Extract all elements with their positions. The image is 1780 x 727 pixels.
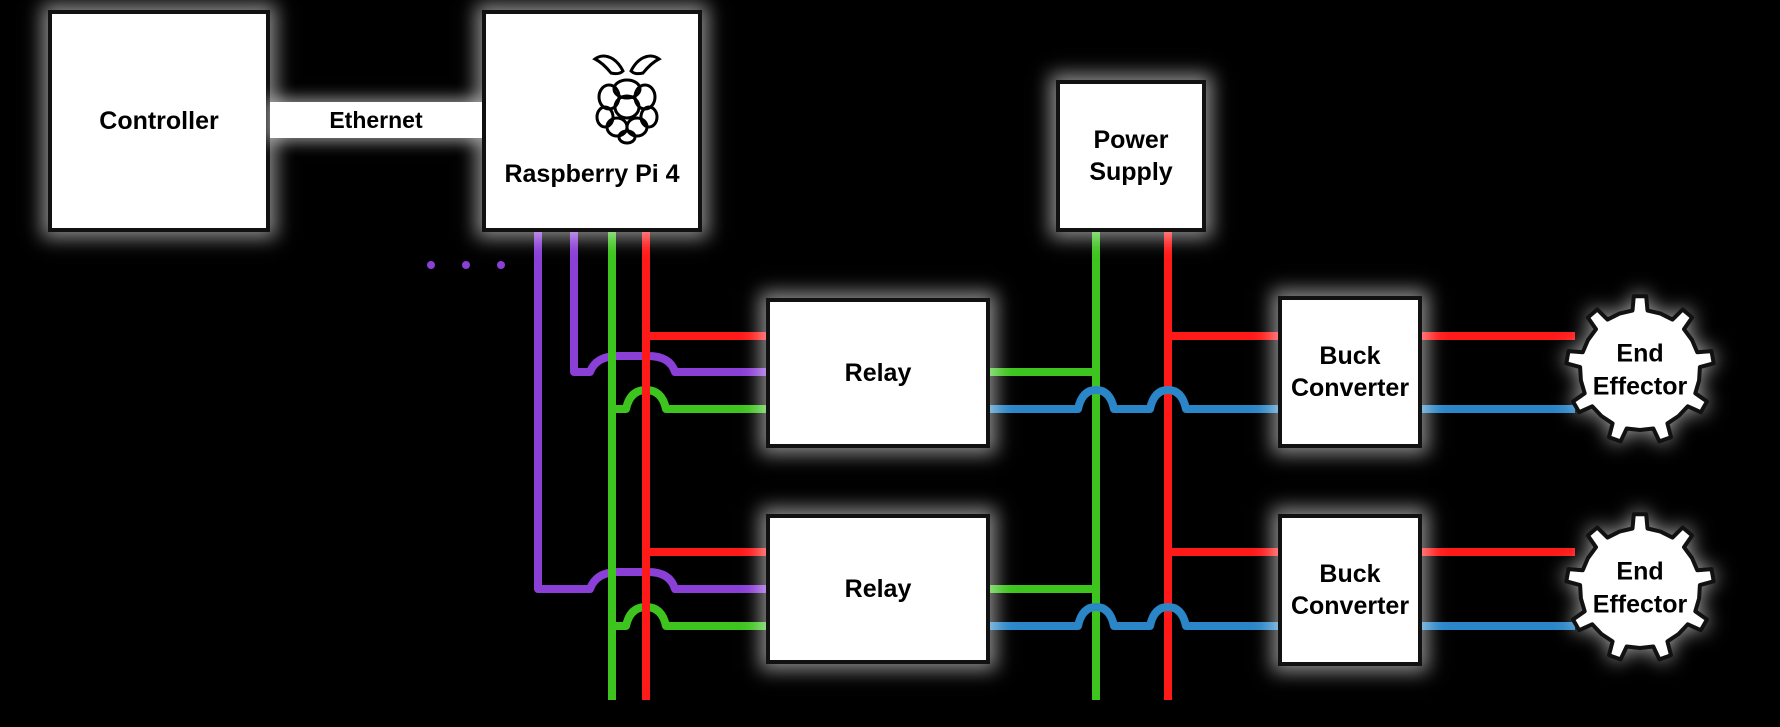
buck-converter-box-1: Buck Converter xyxy=(1278,296,1422,448)
signal-wire-relay-1 xyxy=(570,232,766,376)
gear-icon xyxy=(1564,294,1716,444)
dot xyxy=(462,261,470,269)
buck-converter-box-2: Buck Converter xyxy=(1278,514,1422,666)
signal-wire-relay-2 xyxy=(534,232,766,593)
relay-box-2: Relay xyxy=(766,514,990,664)
ground-wire-relay-2 xyxy=(612,603,766,630)
relay-1-label: Relay xyxy=(844,358,912,387)
ground-wire-relay-1 xyxy=(612,386,766,413)
end-effector-1-label: End Effector xyxy=(1592,339,1688,401)
ethernet-label: Ethernet xyxy=(329,106,423,133)
buck-converter-2-label: Buck Converter xyxy=(1290,559,1410,621)
buck-converter-1-label: Buck Converter xyxy=(1290,341,1410,403)
dot xyxy=(497,261,505,269)
raspberry-pi-box: Raspberry Pi 4 xyxy=(482,10,702,232)
continuation-dots xyxy=(427,261,505,269)
end-effector-1: End Effector xyxy=(1560,290,1720,450)
ethernet-link: Ethernet xyxy=(270,102,482,138)
dot xyxy=(427,261,435,269)
power-supply-box: Power Supply xyxy=(1056,80,1206,232)
relay-2-label: Relay xyxy=(844,574,912,603)
raspberry-pi-label: Raspberry Pi 4 xyxy=(504,159,680,188)
relay-box-1: Relay xyxy=(766,298,990,448)
raspberry-pi-logo-icon xyxy=(592,54,662,145)
power-supply-label: Power Supply xyxy=(1089,125,1173,187)
gear-icon xyxy=(1564,512,1716,662)
controller-box: Controller xyxy=(48,10,270,232)
relay-2-to-buck-2 xyxy=(990,603,1278,630)
end-effector-2: End Effector xyxy=(1560,508,1720,668)
end-effector-2-label: End Effector xyxy=(1592,557,1688,619)
relay-1-to-buck-1 xyxy=(990,386,1278,413)
controller-label: Controller xyxy=(99,106,219,135)
